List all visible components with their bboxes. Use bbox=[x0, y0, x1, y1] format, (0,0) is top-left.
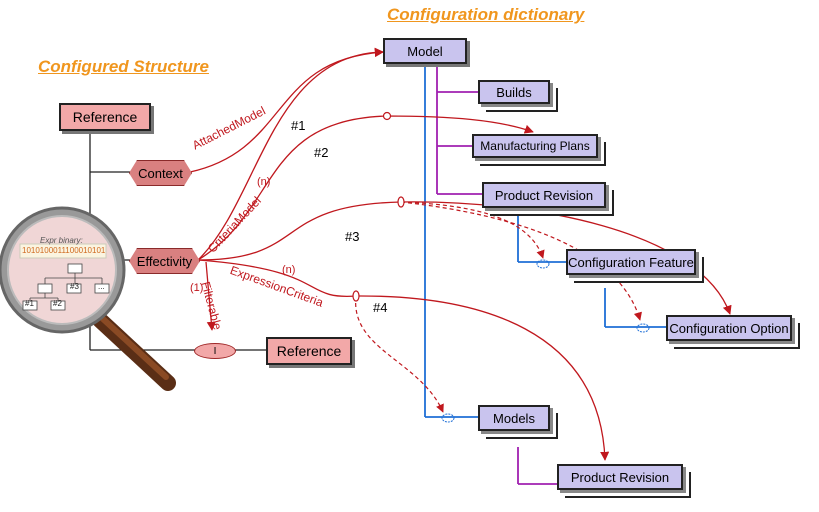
product-revision-top-box[interactable]: Product Revision bbox=[482, 182, 606, 208]
marker-4: #4 bbox=[373, 300, 388, 315]
reference-bottom-box[interactable]: Reference bbox=[266, 337, 352, 365]
builds-box[interactable]: Builds bbox=[478, 80, 550, 104]
dictionary-purple-links bbox=[436, 64, 557, 485]
expr-binary-value: 1010100011100010101 bbox=[22, 246, 106, 255]
models-box[interactable]: Models bbox=[478, 405, 550, 431]
marker-2: #2 bbox=[314, 145, 329, 160]
manufacturing-plans-box[interactable]: Manufacturing Plans bbox=[472, 134, 598, 158]
configuration-dictionary-title: Configuration dictionary bbox=[387, 5, 585, 24]
criteria-model-cardinality: (n) bbox=[257, 176, 271, 188]
effectivity-hexagon[interactable]: Effectivity bbox=[129, 248, 200, 274]
model-box[interactable]: Model bbox=[383, 38, 467, 64]
configuration-feature-box[interactable]: Configuration Feature bbox=[566, 249, 696, 275]
expression-criteria-cardinality: (n) bbox=[282, 264, 296, 276]
product-revision-bottom-box[interactable]: Product Revision bbox=[557, 464, 683, 490]
tree-node-1: #1 bbox=[25, 299, 34, 308]
marker-1: #1 bbox=[291, 118, 306, 133]
reference-top-box[interactable]: Reference bbox=[59, 103, 151, 131]
dictionary-blue-links bbox=[424, 64, 667, 418]
filterable-cardinality: (1) bbox=[190, 282, 204, 294]
configured-structure-title: Configured Structure bbox=[38, 57, 209, 76]
relation-nodes bbox=[352, 111, 405, 302]
tree-node-more: ... bbox=[98, 282, 105, 291]
blue-ellipses bbox=[441, 259, 650, 423]
configuration-option-box[interactable]: Configuration Option bbox=[666, 315, 792, 341]
magnifier-glass bbox=[0, 206, 176, 391]
context-hexagon[interactable]: Context bbox=[129, 160, 192, 186]
marker-3: #3 bbox=[345, 229, 360, 244]
instance-ellipse[interactable]: I bbox=[194, 343, 236, 359]
dashed-relations bbox=[355, 201, 642, 413]
tree-node-2: #2 bbox=[53, 299, 62, 308]
tree-node-3: #3 bbox=[70, 282, 79, 291]
expr-binary-label: Expr binary: bbox=[40, 236, 83, 245]
